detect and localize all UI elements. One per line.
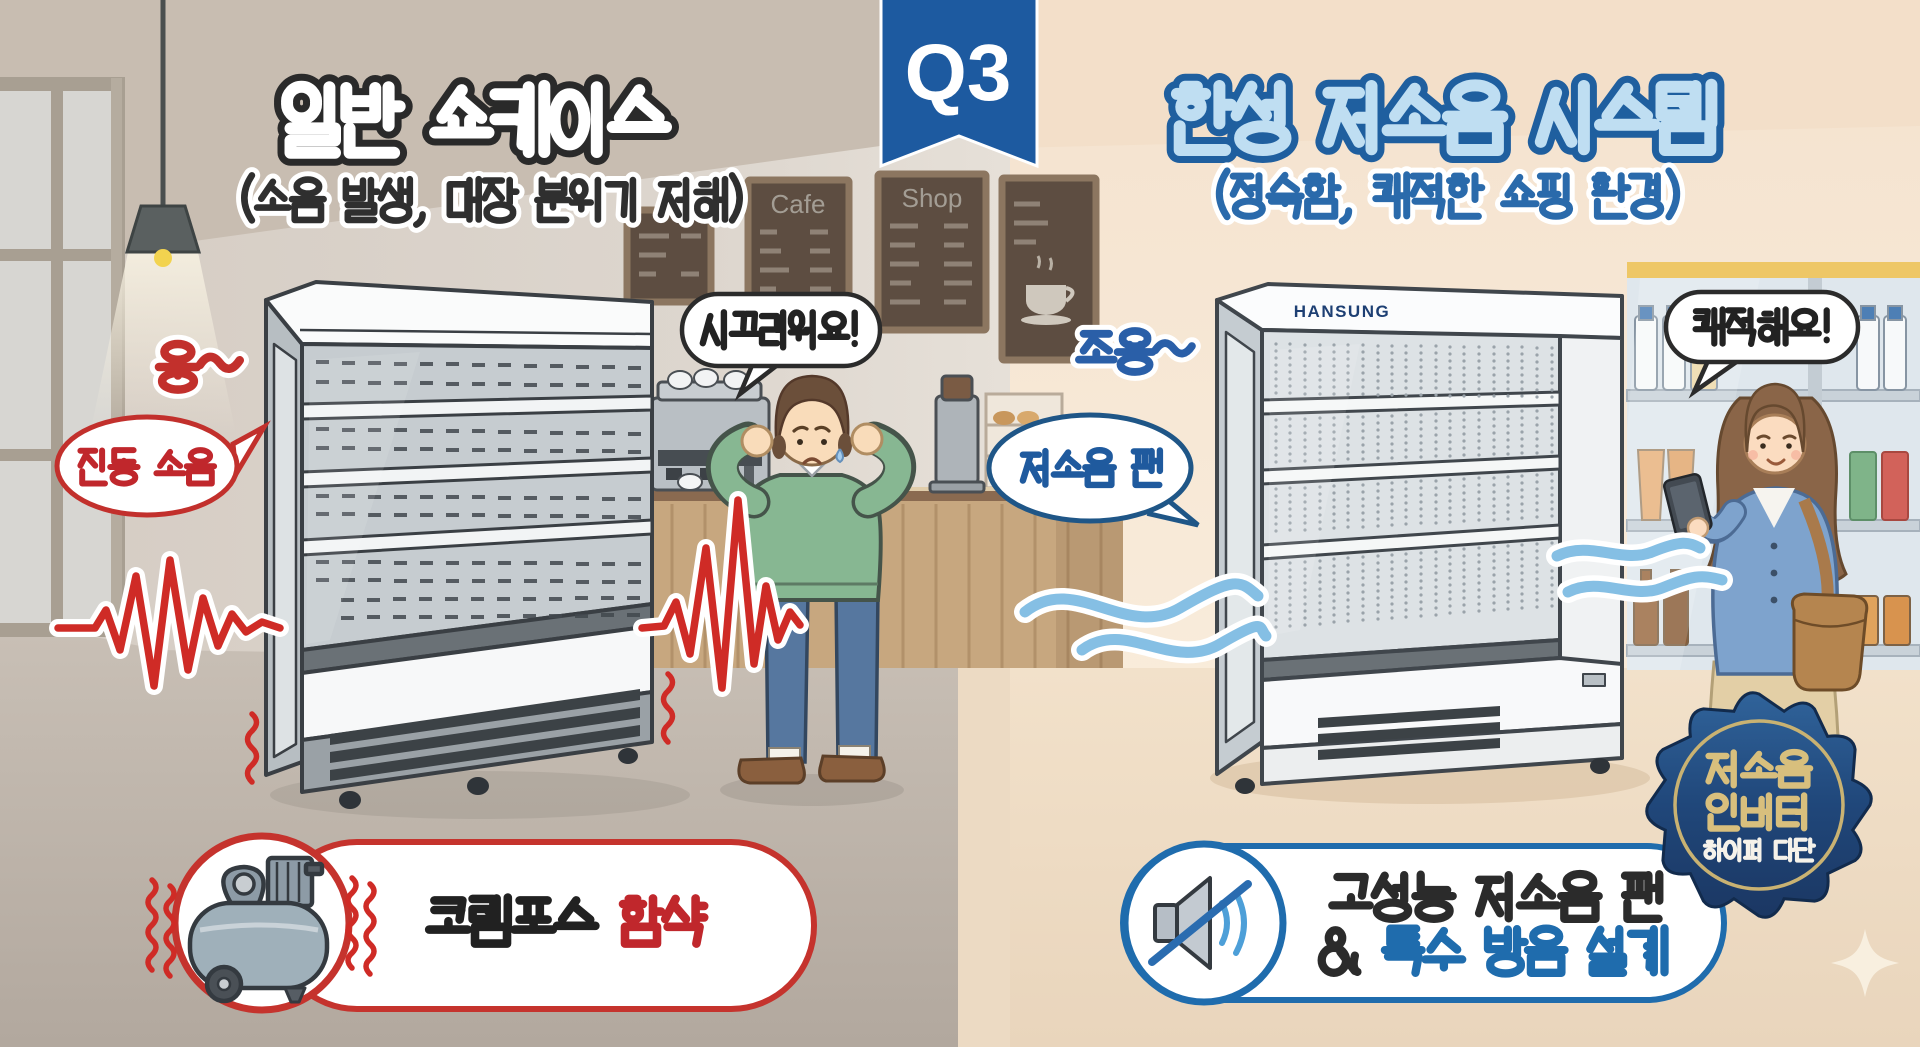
svg-text:Cafe: Cafe xyxy=(771,189,826,219)
svg-text:HANSUNG: HANSUNG xyxy=(1294,302,1390,321)
svg-text:Q3: Q3 xyxy=(905,28,1012,117)
svg-text:Shop: Shop xyxy=(902,183,963,213)
